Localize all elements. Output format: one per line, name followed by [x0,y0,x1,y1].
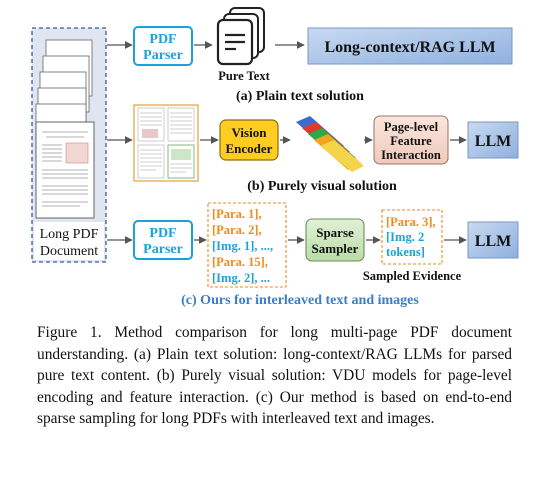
pdf-parser-c-line1: PDF [149,226,176,241]
page-thumbnail-2 [167,107,195,142]
token-sequence-box [207,202,287,288]
token-item: [Para. 1], [212,207,262,221]
pdf-parser-box-a: PDF Parser [133,26,193,66]
long-pdf-label-line1: Long PDF [40,227,99,242]
feature-blocks-icon [296,116,364,172]
interaction-line1: Page-level [384,120,439,134]
pure-text-label: Pure Text [218,69,270,83]
pdf-parser-a-line2: Parser [143,48,183,63]
llm-label-c: LLM [475,233,511,250]
document-stack-icon [216,7,265,66]
long-context-llm-box: Long-context/RAG LLM [307,27,513,65]
interaction-line3: Interaction [381,148,441,162]
vision-encoder-line1: Vision [232,125,268,140]
method-comparison-figure: Long PDF Document PDF Parser Pure Text L… [31,7,519,308]
pdf-parser-a-line1: PDF [149,32,176,47]
pdf-parser-c-line2: Parser [143,242,183,257]
row-interleaved: PDF Parser [Para. 1], [Para. 2], [Img. 1],… [107,202,519,308]
row-c-title: (c) Ours for interleaved text and images [181,293,419,308]
token-item: [Para. 2], [212,223,262,237]
vision-encoder-box: Vision Encoder [219,119,279,161]
sparse-sampler-line2: Sampler [312,241,359,256]
long-pdf-label-line2: Document [40,244,98,259]
page-thumbnails [133,104,199,182]
token-item: tokens] [386,245,425,259]
llm-box-b: LLM [467,121,519,159]
sparse-sampler-box: Sparse Sampler [305,218,365,262]
row-a-title: (a) Plain text solution [236,89,364,104]
token-item: [Img. 2], ... [212,271,270,285]
interaction-line2: Feature [390,134,432,148]
sampled-evidence-label: Sampled Evidence [363,269,462,283]
sparse-sampler-line1: Sparse [316,225,354,240]
token-item: [Img. 2 [386,230,424,244]
page-level-interaction-box: Page-level Feature Interaction [373,115,449,165]
vision-encoder-line2: Encoder [226,141,273,156]
sampled-evidence-box [381,209,443,265]
row-visual: Vision Encoder Page-level Feature Intera… [107,104,519,194]
llm-box-c: LLM [467,221,519,259]
llm-label-b: LLM [475,133,511,150]
page-thumbnail-3 [137,144,165,179]
pdf-parser-box-c: PDF Parser [133,220,193,260]
token-item: [Img. 1], ..., [212,239,273,253]
row-plain-text: PDF Parser Pure Text Long-context/RAG LL… [107,7,513,104]
page-thumbnail-4 [167,144,195,179]
long-pdf-document: Long PDF Document [31,27,107,263]
page-stack-icon [35,39,95,219]
page-thumbnail-1 [137,107,165,142]
token-item: [Para. 15], [212,255,268,269]
row-b-title: (b) Purely visual solution [247,179,397,194]
token-sequence: [Para. 1], [Para. 2], [Img. 1], ..., [Para.… [212,207,273,285]
figure-caption: Figure 1. Method comparison for long mul… [37,324,512,428]
long-context-llm-label: Long-context/RAG LLM [324,39,495,56]
token-item: [Para. 3], [386,215,436,229]
